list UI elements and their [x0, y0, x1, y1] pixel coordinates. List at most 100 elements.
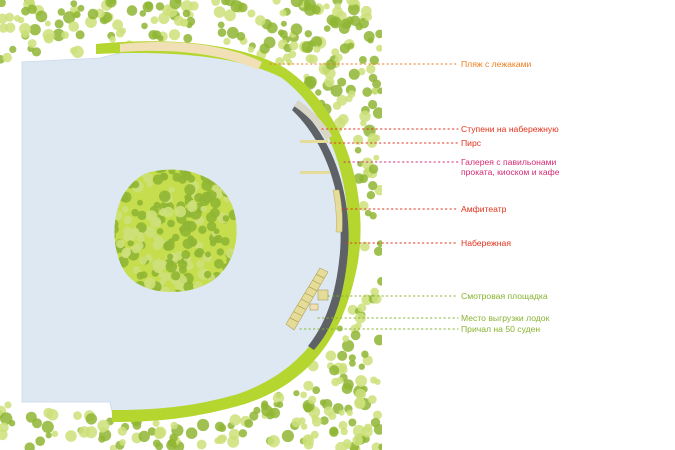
tree-canopy [377, 87, 382, 95]
tree-canopy [300, 423, 308, 430]
tree-canopy [152, 240, 162, 250]
tree-canopy [358, 67, 366, 76]
tree-canopy [311, 414, 319, 422]
tree-canopy [357, 303, 367, 313]
tree-canopy [171, 271, 181, 281]
tree-canopy [261, 404, 273, 417]
tree-canopy [114, 219, 119, 229]
tree-canopy [288, 50, 297, 59]
tree-canopy [325, 350, 337, 362]
tree-canopy [180, 0, 194, 13]
berth-line [300, 298, 310, 304]
label-beach: Пляж с лежаками [461, 59, 532, 69]
tree-canopy [323, 3, 330, 10]
tree-canopy [137, 210, 147, 220]
tree-canopy [116, 239, 125, 249]
tree-canopy [155, 2, 165, 11]
tree-canopy [13, 15, 21, 22]
tree-canopy [310, 430, 319, 439]
tree-canopy [204, 270, 212, 279]
tree-canopy [337, 114, 349, 125]
promenade [292, 104, 349, 350]
tree-canopy [168, 169, 176, 175]
tree-canopy [366, 64, 376, 74]
tree-canopy [0, 422, 9, 433]
tree-canopy [119, 27, 127, 35]
tree-canopy [293, 390, 300, 397]
label-boat-unload: Место выгрузки лодок [461, 313, 550, 323]
tree-canopy [140, 271, 148, 279]
tree-canopy [367, 395, 377, 404]
viewing-platform [317, 289, 329, 301]
tree-canopy [132, 421, 142, 430]
tree-canopy [122, 206, 129, 213]
tree-canopy [238, 429, 248, 438]
tree-canopy [167, 253, 174, 260]
label-embankment: Набережная [461, 238, 511, 248]
tree-canopy [185, 427, 198, 440]
tree-canopy [277, 29, 285, 36]
tree-canopy [310, 36, 323, 48]
tree-canopy [371, 87, 380, 95]
tree-canopy [187, 174, 196, 183]
tree-canopy [4, 401, 12, 409]
tree-canopy [109, 36, 116, 43]
berth-line [304, 292, 314, 298]
tree-canopy [349, 359, 356, 367]
tree-canopy [24, 442, 35, 450]
tree-canopy [209, 207, 220, 218]
tree-canopy [137, 199, 143, 206]
tree-canopy [368, 99, 378, 110]
tree-canopy [247, 46, 255, 53]
tree-canopy [181, 250, 191, 259]
tree-canopy [236, 31, 246, 41]
tree-canopy [371, 293, 382, 304]
tree-canopy [73, 411, 82, 420]
tree-canopy [51, 430, 59, 438]
tree-canopy [167, 219, 175, 228]
tree-canopy [300, 391, 307, 399]
tree-canopy [329, 427, 339, 437]
tree-canopy [353, 134, 364, 145]
tree-canopy [77, 4, 85, 12]
tree-canopy [244, 419, 254, 428]
tree-canopy [159, 208, 168, 217]
tree-canopy [363, 31, 375, 42]
tree-canopy [139, 10, 147, 17]
tree-canopy [121, 247, 131, 257]
tree-canopy [320, 416, 329, 425]
tree-canopy [168, 186, 175, 193]
tree-canopy [331, 377, 340, 387]
tree-canopy [127, 239, 134, 247]
tree-canopy [73, 11, 81, 19]
tree-canopy [222, 215, 230, 222]
pier-2 [300, 171, 330, 174]
tree-canopy [352, 424, 366, 438]
tree-canopy [139, 256, 147, 265]
tree-canopy [350, 330, 361, 341]
tree-canopy [341, 383, 353, 394]
tree-canopy [359, 174, 368, 184]
tree-canopy [304, 404, 312, 413]
tree-canopy [213, 228, 220, 235]
tree-canopy [150, 16, 159, 24]
tree-canopy [70, 0, 78, 7]
tree-canopy [323, 406, 334, 417]
tree-canopy [267, 435, 280, 448]
tree-canopy [290, 23, 303, 35]
tree-canopy [153, 235, 160, 242]
tree-canopy [266, 22, 278, 34]
tree-canopy [355, 388, 366, 400]
tree-canopy [164, 240, 175, 251]
tree-canopy [206, 221, 217, 232]
label-gallery: Галерея с павильонами [461, 157, 557, 167]
tree-canopy [307, 395, 317, 405]
tree-canopy [150, 216, 162, 228]
tree-canopy [162, 286, 170, 292]
amphitheatre [332, 189, 343, 233]
tree-canopy [144, 226, 156, 238]
tree-canopy [68, 21, 80, 32]
tree-canopy [324, 76, 335, 88]
tree-canopy [178, 175, 187, 184]
tree-canopy [197, 418, 210, 432]
